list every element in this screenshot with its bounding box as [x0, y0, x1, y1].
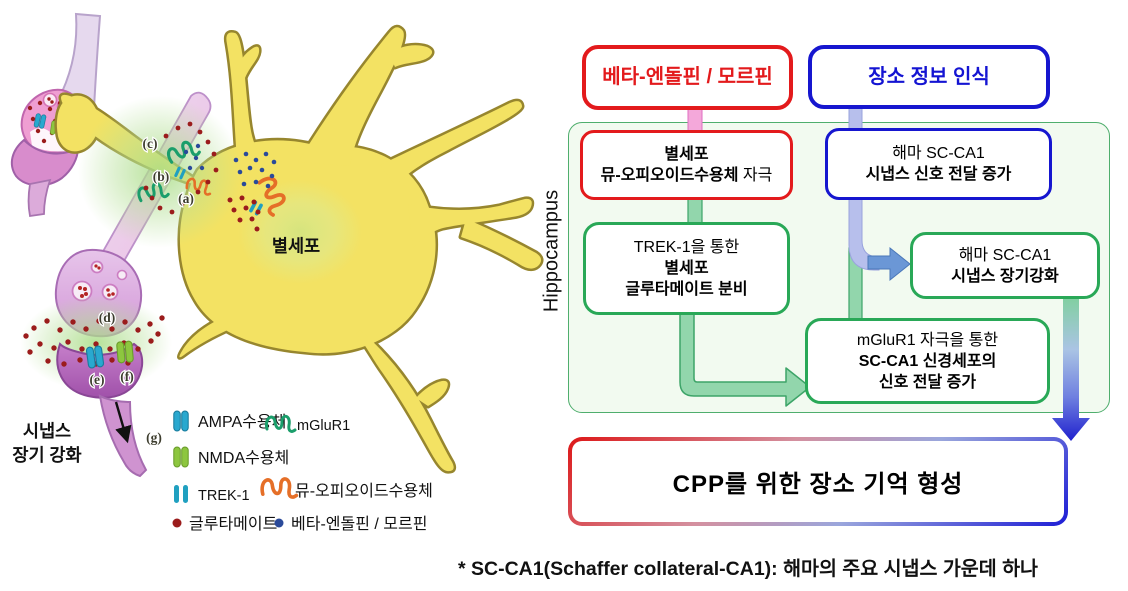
box-line: 별세포 [664, 146, 709, 163]
neuron-illustration: (c) (b) (a) 별세포 시냅스 장기 강 [10, 12, 560, 533]
box-line: 시냅스 신호 전달 증가 [865, 166, 1012, 183]
box-line: 시냅스 장기강화 [951, 267, 1059, 285]
astro-receptor-box: 별세포 뮤-오피오이드수용체 자극 [580, 130, 793, 200]
beta-morphine-box: 베타-엔돌핀 / 모르핀 [582, 45, 793, 110]
place-recognition-box: 장소 정보 인식 [808, 45, 1050, 109]
glutamate-dot-icon [172, 518, 182, 528]
box-label: 장소 정보 인식 [868, 65, 990, 88]
marker-f: (f) [120, 369, 134, 384]
box-line: 별세포 [664, 260, 709, 277]
svg-text:시냅스: 시냅스 [23, 421, 71, 441]
marker-e: (e) [90, 372, 105, 387]
astro-process-receptors: (c) (b) (a) [135, 121, 219, 215]
postsynaptic-dendrite [98, 394, 148, 478]
ltp-label: 시냅스 장기 강화 [12, 421, 81, 465]
trek-release-box: TREK-1을 통한 별세포 글루타메이트 분비 [583, 222, 790, 315]
astrocyte-label: 별세포 [272, 236, 320, 256]
box-line: TREK-1을 통한 [633, 239, 740, 256]
hippocampus-label: Hippocampus [540, 189, 563, 313]
postsynaptic-terminal-top [10, 138, 80, 187]
legend-glutamate-label: 글루타메이트 [189, 515, 277, 533]
marker-a: (a) [178, 191, 194, 206]
box-label: 베타-엔돌핀 / 모르핀 [602, 66, 773, 88]
box-line: SC-CA1 신경세포의 [858, 352, 997, 370]
legend: AMPA수용체 NMDA수용체 TREK-1 mGluR1 뮤-오피오이드수용체… [172, 410, 433, 533]
box-line: 글루타메이트 분비 [625, 281, 748, 298]
legend-mu-opioid-label: 뮤-오피오이드수용체 [295, 482, 433, 500]
marker-b: (b) [153, 169, 170, 184]
mu-opioid-receptor-icon [260, 476, 299, 499]
nmda-receptor-icon [173, 446, 189, 468]
glutamate-dots [143, 121, 219, 215]
legend-mglur1-label: mGluR1 [297, 418, 350, 434]
marker-c: (c) [143, 136, 158, 151]
glutamate-dots [227, 195, 261, 232]
astro-soma-receptors [227, 151, 289, 232]
box-line: 신호 전달 증가 [878, 373, 977, 391]
beta-endorphin-dots [183, 143, 205, 171]
legend-ampa-label: AMPA수용체 [198, 413, 286, 431]
legend-beta-endorphin-label: 베타-엔돌핀 / 모르핀 [291, 515, 427, 533]
box-line: mGluR1 자극을 통한 [856, 331, 999, 349]
astrocyte-nucleus-glow [238, 180, 362, 284]
ampa-receptor-icon [173, 410, 189, 432]
ltp-box: 해마 SC-CA1 시냅스 장기강화 [910, 232, 1100, 299]
mglur-signal-box: mGluR1 자극을 통한 SC-CA1 신경세포의 신호 전달 증가 [805, 318, 1050, 404]
beta-endorphin-dot-icon [274, 518, 284, 528]
ltp-arrow [114, 401, 132, 444]
sc-ca1-signal-box: 해마 SC-CA1 시냅스 신호 전달 증가 [825, 128, 1052, 200]
cpp-memory-box: CPP를 위한 장소 기억 형성 [568, 437, 1068, 526]
box-line: 뮤-오피오이드수용체 자극 [600, 167, 773, 184]
marker-g: (g) [146, 430, 162, 445]
svg-text:장기 강화: 장기 강화 [12, 445, 81, 465]
box-line: 해마 SC-CA1 [892, 145, 985, 162]
legend-nmda-label: NMDA수용체 [198, 449, 289, 467]
synapse-bottom [20, 248, 172, 478]
box-line: 해마 SC-CA1 [958, 246, 1052, 264]
cpp-memory-label: CPP를 위한 장소 기억 형성 [572, 441, 1064, 522]
legend-trek-label: TREK-1 [198, 488, 250, 504]
beta-endorphin-dots [233, 151, 277, 189]
marker-d: (d) [99, 310, 116, 325]
trek1-icon [174, 485, 188, 503]
footnote: * SC-CA1(Schaffer collateral-CA1): 해마의 주… [458, 558, 1038, 580]
